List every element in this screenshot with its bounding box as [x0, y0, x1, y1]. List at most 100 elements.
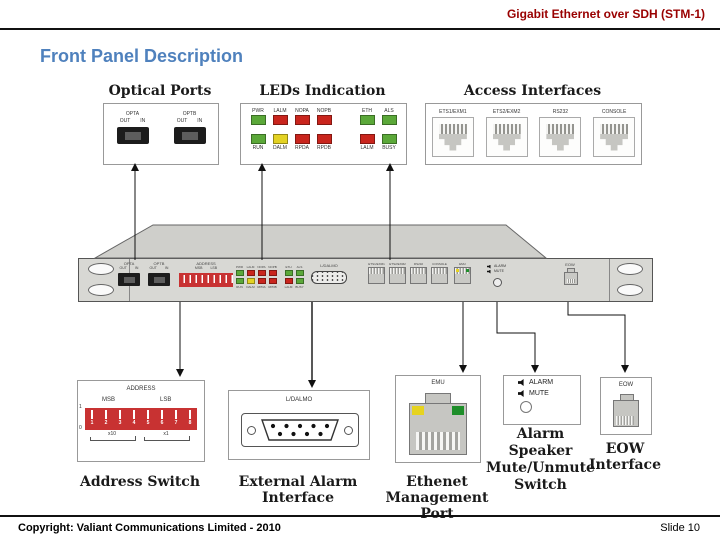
led-label: PWR — [252, 108, 264, 114]
callout-line-alarm — [496, 302, 536, 367]
led — [257, 278, 266, 284]
dip-switch: 4 — [127, 408, 141, 430]
external-alarm-panel: L/DALMO — [228, 390, 370, 460]
db9-connector — [241, 413, 359, 447]
led-label: RPDB — [317, 145, 331, 151]
led — [250, 134, 266, 144]
address-switch-caption: Address Switch — [79, 474, 200, 490]
page-title: Front Panel Description — [40, 46, 244, 66]
device-alarm-db9: L/DALMO — [309, 263, 349, 284]
emu-yellow-led — [412, 406, 424, 415]
caption-line: Mute/Unmute — [486, 460, 595, 476]
arrowhead-down — [621, 365, 629, 373]
led — [246, 269, 255, 276]
device-top-face — [93, 224, 548, 259]
emu-jack — [409, 393, 467, 455]
led-column: NOPA RPDA — [256, 265, 267, 289]
mute-label: MUTE — [529, 390, 549, 397]
led — [294, 115, 310, 125]
screw-hole — [247, 426, 256, 435]
led — [257, 269, 266, 276]
device-access-port: ETS1/EXM1 — [367, 262, 386, 284]
mounting-hole — [88, 284, 114, 296]
led-column: ETH LALM — [283, 265, 294, 289]
optical-connector — [116, 127, 149, 144]
header-rule — [0, 28, 720, 30]
footer-copyright: Copyright: Valiant Communications Limite… — [18, 522, 281, 534]
speaker-icon — [487, 269, 491, 274]
led-column: NOPA RPDA — [291, 108, 313, 151]
led-label: RPDA — [257, 284, 266, 289]
emu-panel: EMU — [395, 375, 481, 463]
rj45-jack — [539, 117, 582, 157]
led-label: LALM — [284, 284, 293, 289]
access-port: ETS2/EXM2 — [485, 109, 528, 157]
x10-label: x10 — [90, 431, 134, 437]
eow-caption: EOW Interface — [588, 441, 661, 473]
dip-switch: 1 — [85, 408, 99, 430]
led-label: LALM — [246, 265, 255, 269]
alarm-label: ALARM — [529, 379, 554, 386]
led — [268, 278, 277, 284]
dip-switch-block — [179, 273, 233, 287]
caption-line: Alarm — [516, 426, 565, 442]
led-label: PWR — [236, 265, 243, 269]
mute-button — [493, 278, 502, 287]
led — [268, 269, 277, 276]
x1-bracket — [144, 436, 190, 441]
optical-connector — [173, 127, 206, 144]
mute-button — [520, 401, 532, 413]
caption-line: Switch — [514, 477, 567, 493]
callout-line-eow — [567, 302, 626, 367]
rj45-jack — [368, 267, 385, 284]
led — [295, 269, 304, 276]
alarm-mute-panel: ALARM MUTE — [503, 375, 581, 425]
eow-jack — [613, 394, 639, 428]
device-alarm-mute: ALARM MUTE — [487, 264, 506, 287]
led-label: RPDA — [295, 145, 309, 151]
led — [381, 134, 397, 144]
led-label: NOPB — [316, 108, 332, 114]
optical-connector — [148, 273, 170, 286]
led-label: ETH — [285, 265, 292, 269]
x1-label: x1 — [144, 431, 188, 437]
rj45-jack — [431, 117, 474, 157]
led-label: NOPA — [295, 108, 309, 114]
led-label: NOPB — [268, 265, 277, 269]
device-access-port: RS232 — [409, 262, 428, 284]
slide-header-title: Gigabit Ethernet over SDH (STM-1) — [506, 7, 705, 21]
eow-jack — [563, 268, 578, 285]
dip-switch: 3 — [113, 408, 127, 430]
msb-label: MSB — [102, 397, 116, 403]
speaker-icon — [518, 379, 524, 386]
emu-green-led — [452, 406, 464, 415]
led-label: NOPA — [257, 265, 266, 269]
mounting-hole — [88, 263, 114, 275]
led — [316, 115, 332, 125]
lsb-label: LSB — [160, 397, 172, 403]
leds-heading: LEDs Indication — [259, 83, 386, 99]
eow-panel: EOW — [600, 377, 652, 435]
led — [235, 269, 244, 276]
rj45-jack — [410, 267, 427, 284]
led-label: DALM — [246, 284, 255, 289]
access-interfaces-heading: Access Interfaces — [463, 83, 602, 99]
